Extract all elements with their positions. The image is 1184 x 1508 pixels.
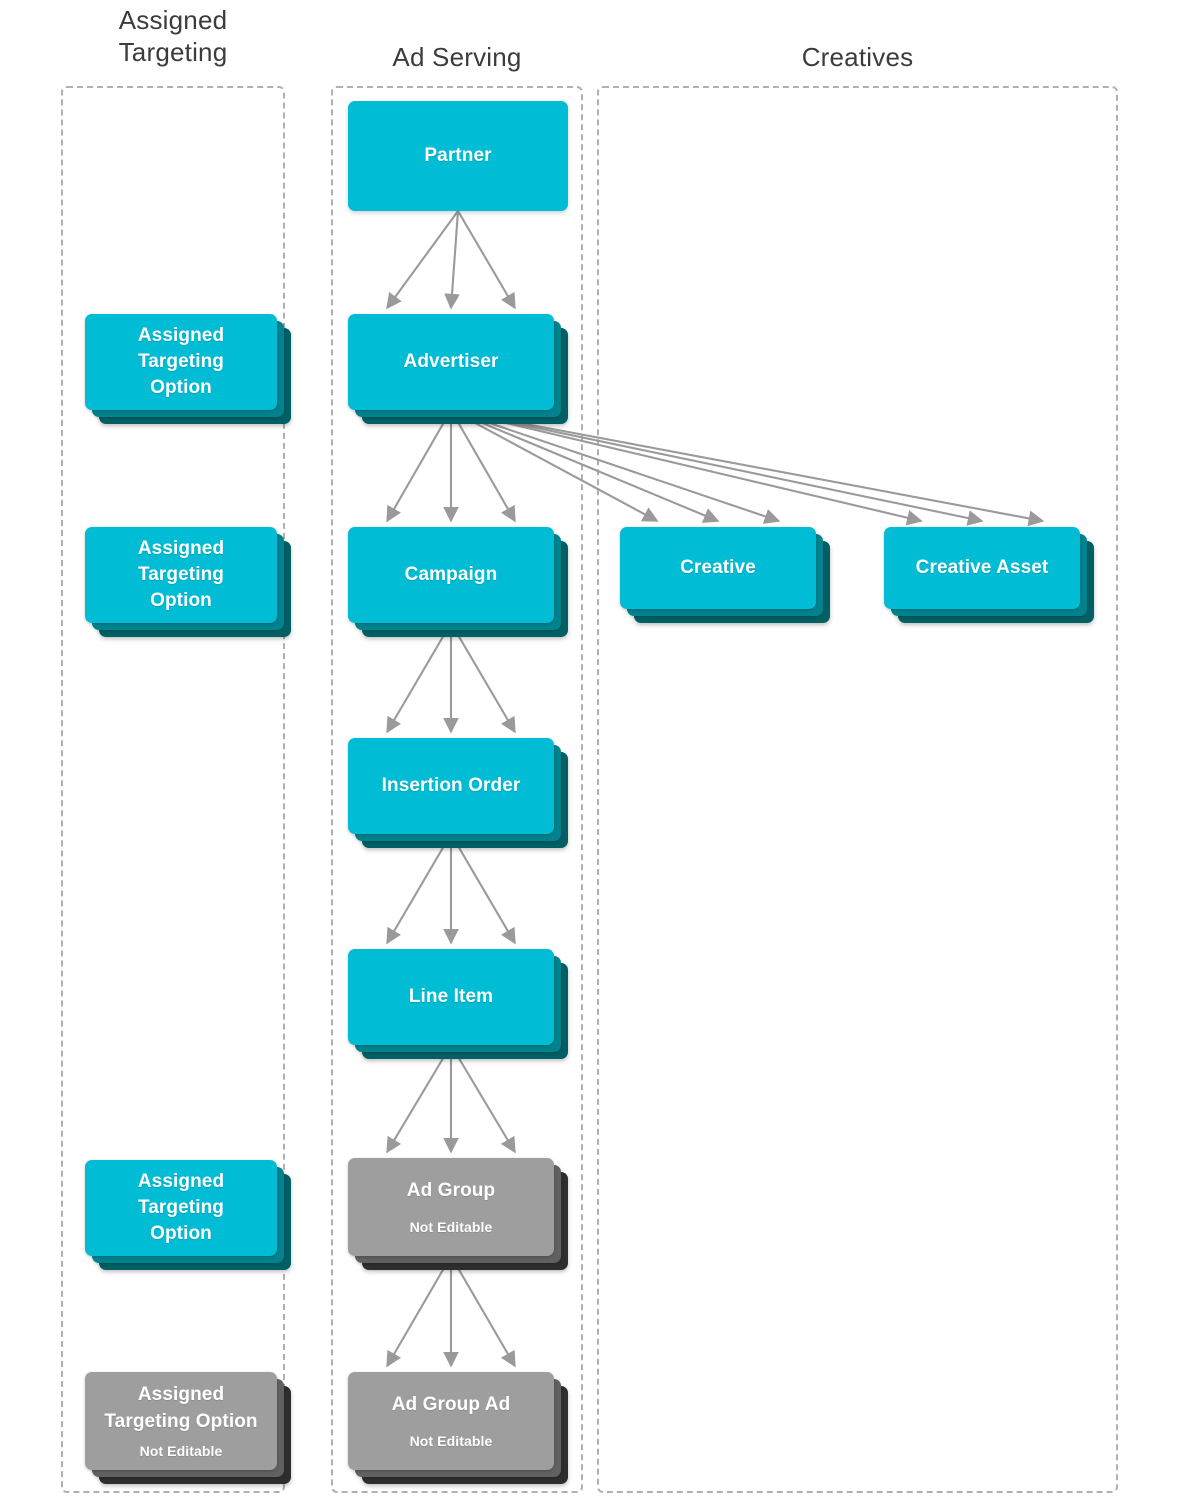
column-header-line-2: Targeting bbox=[118, 36, 228, 67]
node-status-badge: Not Editable bbox=[409, 1218, 493, 1235]
node-card[interactable]: Line Item bbox=[348, 949, 554, 1045]
node-label: Creative Asset bbox=[915, 556, 1049, 578]
node-label-line-3: Option bbox=[150, 590, 212, 612]
column-header-ad-serving: Ad Serving bbox=[331, 42, 583, 74]
column-container-creatives bbox=[597, 86, 1118, 1493]
node-label-line-2: Targeting Option bbox=[104, 1410, 258, 1432]
node-label: Creative bbox=[680, 556, 756, 578]
node-assigned-targeting-option-ad-group[interactable]: Assigned Targeting Option Not Editable bbox=[85, 1372, 297, 1484]
node-label-line-1: Assigned bbox=[137, 1170, 225, 1192]
node-insertion-order[interactable]: Insertion Order bbox=[348, 738, 574, 848]
node-card[interactable]: Ad Group Ad Not Editable bbox=[348, 1372, 554, 1470]
column-header-line-1: Creatives bbox=[801, 42, 914, 72]
node-assigned-targeting-option-line-item[interactable]: Assigned Targeting Option bbox=[85, 1160, 297, 1270]
node-label: Advertiser bbox=[403, 350, 499, 372]
node-status-badge: Not Editable bbox=[409, 1432, 493, 1449]
column-header-line-1: Ad Serving bbox=[392, 42, 522, 72]
node-card[interactable]: Assigned Targeting Option bbox=[85, 314, 277, 410]
node-card[interactable]: Assigned Targeting Option bbox=[85, 527, 277, 623]
node-label-line-1: Assigned bbox=[137, 537, 225, 559]
node-partner-label: Partner bbox=[424, 144, 492, 166]
node-label: Line Item bbox=[408, 985, 494, 1007]
node-creative[interactable]: Creative bbox=[620, 527, 836, 637]
node-creative-asset[interactable]: Creative Asset bbox=[884, 527, 1100, 637]
node-label-line-3: Option bbox=[150, 1223, 212, 1245]
node-label-line-2: Targeting bbox=[137, 1196, 225, 1218]
node-line-item[interactable]: Line Item bbox=[348, 949, 574, 1059]
node-label-line-1: Assigned bbox=[137, 1384, 225, 1406]
node-card[interactable]: Creative Asset bbox=[884, 527, 1080, 609]
node-label-line-3: Option bbox=[150, 377, 212, 399]
node-label: Assigned Targeting Option bbox=[138, 1169, 224, 1248]
node-card[interactable]: Assigned Targeting Option Not Editable bbox=[85, 1372, 277, 1470]
node-label: Assigned Targeting Option bbox=[104, 1382, 257, 1434]
column-header-line-1: Assigned bbox=[118, 5, 228, 35]
node-label: Assigned Targeting Option bbox=[138, 323, 224, 402]
node-label: Insertion Order bbox=[381, 774, 521, 796]
node-assigned-targeting-option-advertiser[interactable]: Assigned Targeting Option bbox=[85, 527, 297, 637]
node-partner-card[interactable]: Partner bbox=[348, 101, 568, 211]
node-assigned-targeting-option-partner[interactable]: Assigned Targeting Option bbox=[85, 314, 297, 424]
node-label-line-2: Targeting bbox=[137, 563, 225, 585]
node-card[interactable]: Campaign bbox=[348, 527, 554, 623]
node-ad-group[interactable]: Ad Group Not Editable bbox=[348, 1158, 574, 1270]
node-card[interactable]: Advertiser bbox=[348, 314, 554, 410]
node-label: Ad Group bbox=[406, 1180, 496, 1202]
node-advertiser[interactable]: Advertiser bbox=[348, 314, 574, 424]
node-card[interactable]: Insertion Order bbox=[348, 738, 554, 834]
node-card[interactable]: Creative bbox=[620, 527, 816, 609]
column-container-ad-serving bbox=[331, 86, 583, 1493]
column-header-assigned-targeting: Assigned Targeting bbox=[61, 5, 285, 68]
node-campaign[interactable]: Campaign bbox=[348, 527, 574, 637]
node-card[interactable]: Ad Group Not Editable bbox=[348, 1158, 554, 1256]
node-status-badge: Not Editable bbox=[139, 1442, 223, 1459]
node-label: Ad Group Ad bbox=[391, 1394, 511, 1416]
column-container-assigned-targeting bbox=[61, 86, 285, 1493]
node-label: Assigned Targeting Option bbox=[138, 536, 224, 615]
node-label-line-1: Assigned bbox=[137, 324, 225, 346]
node-card[interactable]: Assigned Targeting Option bbox=[85, 1160, 277, 1256]
column-header-creatives: Creatives bbox=[597, 42, 1118, 74]
node-label-line-2: Targeting bbox=[137, 350, 225, 372]
node-ad-group-ad[interactable]: Ad Group Ad Not Editable bbox=[348, 1372, 574, 1484]
node-label: Campaign bbox=[404, 563, 498, 585]
node-partner[interactable]: Partner bbox=[348, 101, 568, 211]
